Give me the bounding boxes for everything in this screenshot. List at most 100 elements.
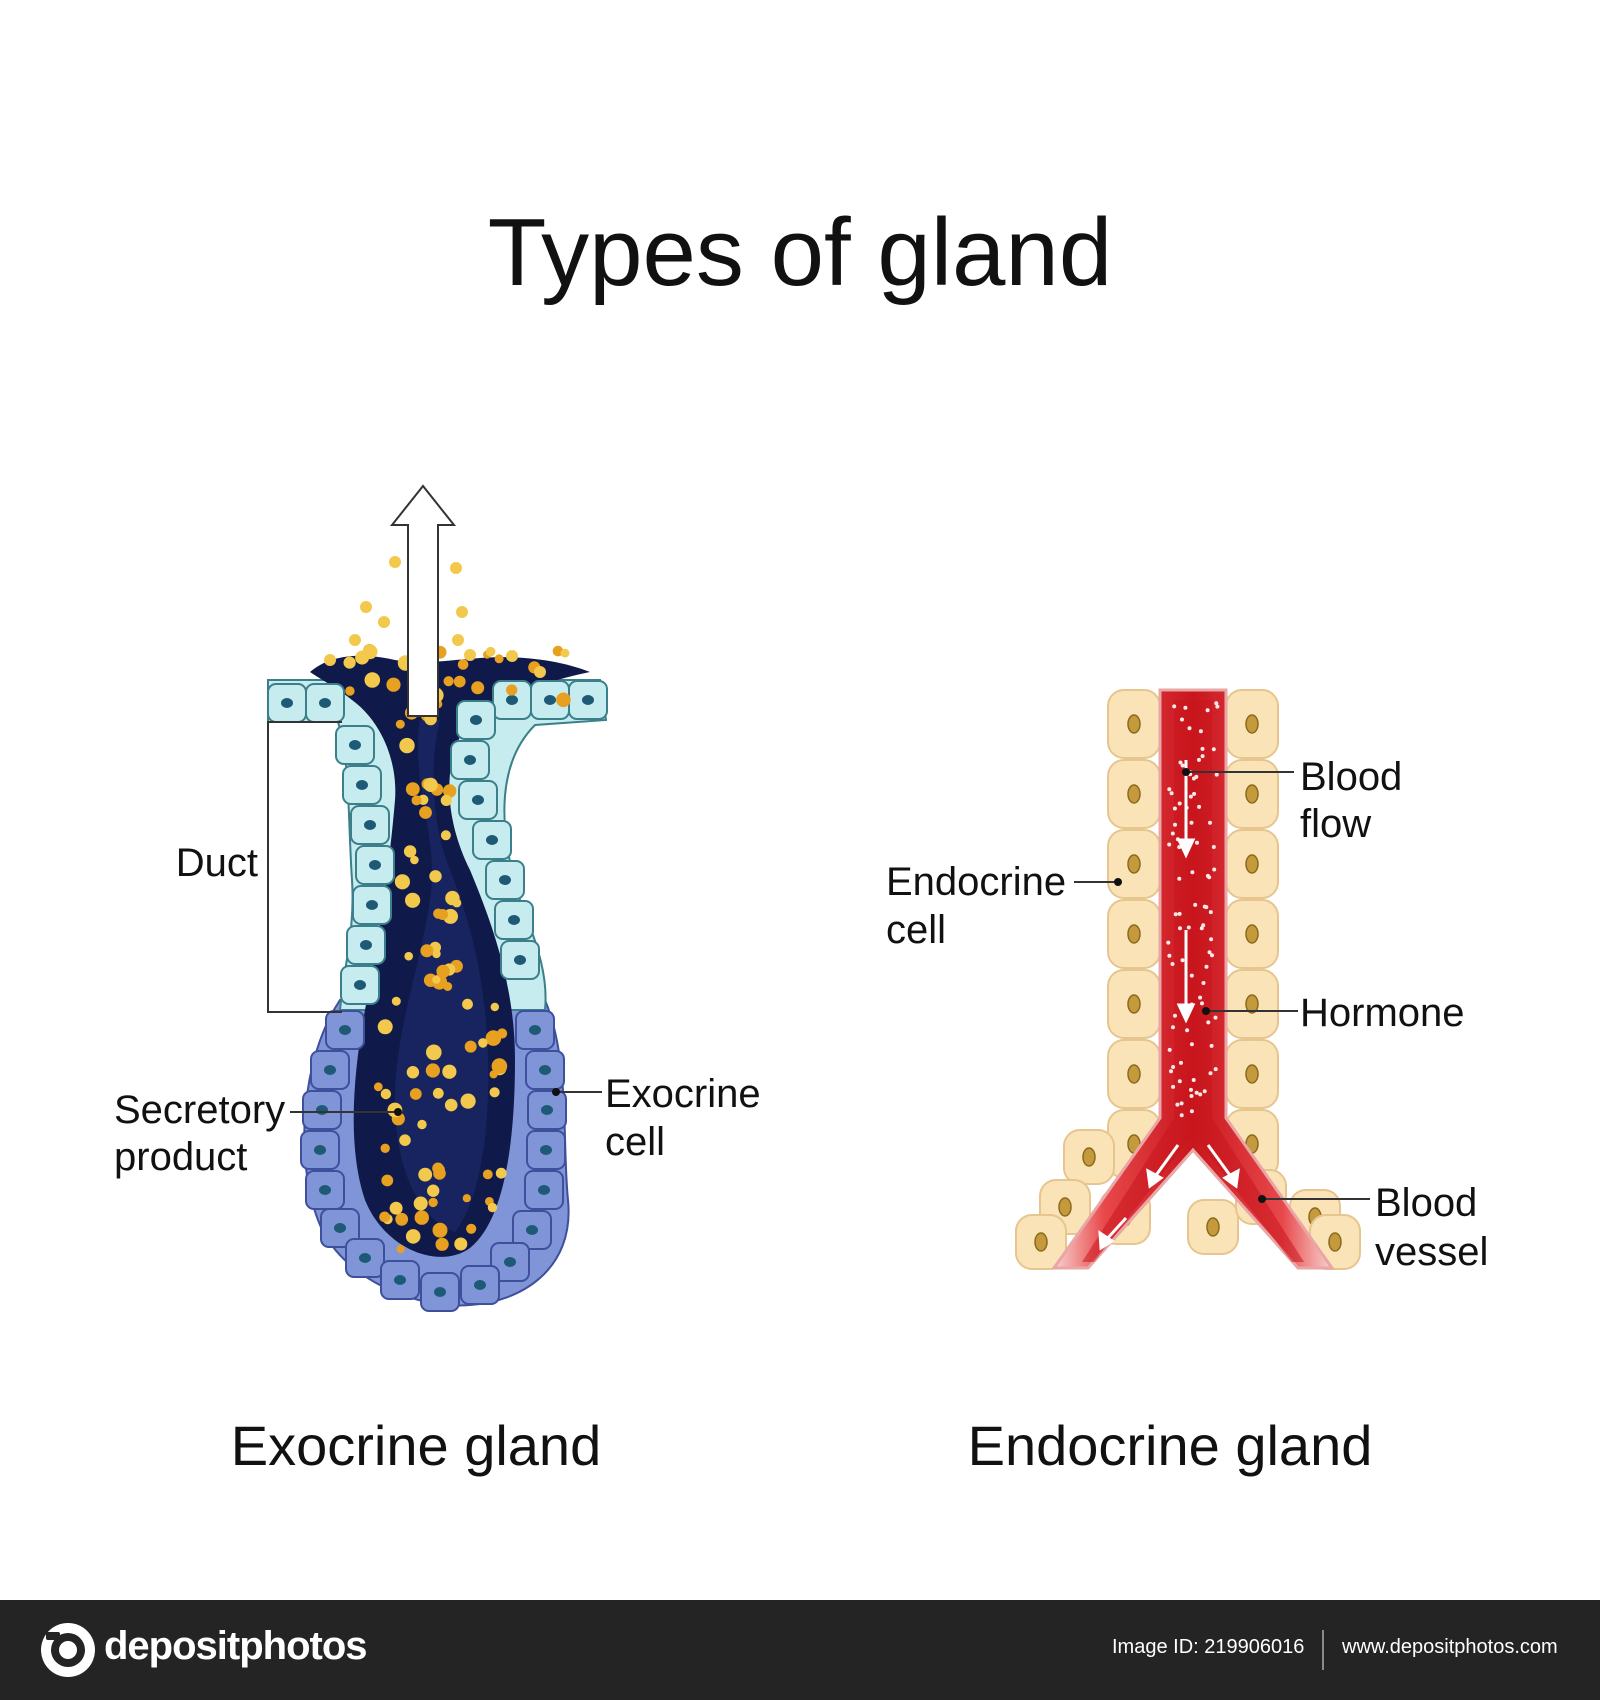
- blood-flow-label-line2: flow: [1300, 802, 1371, 846]
- granule: [420, 944, 434, 958]
- granule: [378, 616, 390, 628]
- hormone-particle: [1191, 776, 1196, 781]
- granule: [497, 1028, 508, 1039]
- granule: [394, 874, 410, 890]
- granule: [373, 1082, 383, 1092]
- hormone-particle: [1171, 1025, 1175, 1030]
- hormone-particle: [1193, 902, 1198, 907]
- hormone-particle: [1178, 760, 1183, 765]
- hormone-particle: [1208, 1071, 1213, 1076]
- endocrine-cell-label-line2: cell: [886, 908, 946, 952]
- granule: [345, 686, 355, 696]
- granule: [419, 806, 432, 819]
- hormone-particle: [1204, 964, 1209, 969]
- hormone-particle: [1199, 926, 1204, 931]
- granule: [381, 1174, 394, 1187]
- secretory-label-line1: Secretory: [114, 1088, 285, 1132]
- hormone-particle: [1214, 701, 1219, 706]
- granule: [437, 909, 449, 920]
- hormone-particle: [1213, 1015, 1218, 1020]
- secretory-granules: [324, 556, 571, 1254]
- hormone-particle: [1167, 1047, 1172, 1052]
- hormone-particle: [1198, 729, 1203, 734]
- hormone-particle: [1207, 950, 1212, 955]
- hormone-label: Hormone: [1300, 991, 1465, 1035]
- hormone-particle: [1208, 910, 1213, 915]
- hormone-particle: [1198, 1092, 1203, 1097]
- hormone-particle: [1198, 995, 1203, 1000]
- granule: [435, 1237, 449, 1251]
- granule: [462, 1194, 471, 1203]
- hormone-particle: [1185, 1028, 1190, 1033]
- granule: [405, 782, 420, 796]
- hormone-particle: [1169, 791, 1174, 796]
- granule: [403, 845, 417, 858]
- hormone-particle: [1215, 704, 1220, 709]
- hormone-particle: [1189, 1042, 1194, 1047]
- granule: [410, 855, 419, 865]
- hormone-particle: [1214, 772, 1219, 777]
- exocrine-cell-label-line1: Exocrine: [605, 1072, 761, 1116]
- gland-diagram: Types of gland Duct Secretory product Ex…: [114, 199, 1488, 1477]
- hormone-particle: [1202, 904, 1207, 909]
- exocrine-gland: Duct Secretory product Exocrine cell Exo…: [114, 484, 761, 1477]
- granule: [404, 951, 414, 961]
- hormone-particle: [1179, 1113, 1184, 1118]
- granule: [411, 795, 422, 806]
- granule: [444, 1098, 458, 1112]
- hormone-particle: [1189, 973, 1194, 978]
- hormone-particle: [1169, 1069, 1173, 1074]
- duct-bracket: [267, 721, 342, 1013]
- granule: [443, 784, 457, 798]
- blood-flow-arrows: [1098, 760, 1240, 1251]
- hormone-particle: [1194, 1090, 1199, 1095]
- hormone-particle: [1200, 746, 1205, 751]
- hormone-particle: [1172, 704, 1177, 709]
- hormone-particle: [1206, 1020, 1211, 1025]
- hormone-particle: [1201, 981, 1206, 985]
- hormone-particle: [1189, 1087, 1193, 1092]
- footer-divider: [1322, 1630, 1324, 1670]
- endocrine-cells: [1015, 689, 1361, 1270]
- hormone-particle: [1202, 1089, 1207, 1094]
- hormone-particle: [1172, 806, 1177, 811]
- hormone-particle: [1180, 958, 1185, 963]
- endocrine-cell-label-line1: Endocrine: [886, 860, 1066, 904]
- website-link[interactable]: www.depositphotos.com: [1342, 1636, 1558, 1658]
- secretion-arrow: [389, 484, 457, 717]
- granule: [389, 1201, 403, 1215]
- hormone-particle: [1167, 842, 1172, 847]
- granule: [460, 1093, 476, 1109]
- granule: [380, 1143, 390, 1154]
- hormone-particle: [1173, 1013, 1177, 1018]
- blood-vessel-label-line2: vessel: [1375, 1230, 1488, 1274]
- granule: [495, 1167, 507, 1179]
- hormone-particle: [1179, 1101, 1184, 1106]
- hormone-particle: [1170, 962, 1175, 966]
- granule: [506, 684, 518, 696]
- hormone-particle: [1187, 726, 1192, 731]
- endocrine-gland: Blood flow Endocrine cell Hormone Blood …: [886, 688, 1488, 1477]
- hormone-particle: [1188, 794, 1193, 799]
- granule: [399, 737, 415, 754]
- granule: [389, 556, 401, 568]
- granule: [432, 975, 441, 984]
- granule: [413, 1196, 428, 1211]
- granule: [429, 870, 442, 883]
- hormone-particle: [1212, 867, 1217, 872]
- granule: [456, 606, 468, 618]
- granule: [453, 675, 466, 688]
- hormone-particle: [1183, 705, 1188, 710]
- diagram-title: Types of gland: [488, 199, 1112, 306]
- hormone-particle: [1211, 845, 1216, 849]
- granule: [380, 1088, 392, 1100]
- hormone-particle: [1213, 1067, 1218, 1072]
- hormone-particle: [1167, 787, 1172, 792]
- endocrine-caption: Endocrine gland: [968, 1414, 1373, 1477]
- granule: [364, 672, 381, 688]
- granule: [349, 634, 361, 646]
- granule: [377, 1019, 393, 1035]
- exocrine-caption: Exocrine gland: [231, 1414, 601, 1477]
- granule: [560, 648, 570, 658]
- granule: [452, 634, 464, 646]
